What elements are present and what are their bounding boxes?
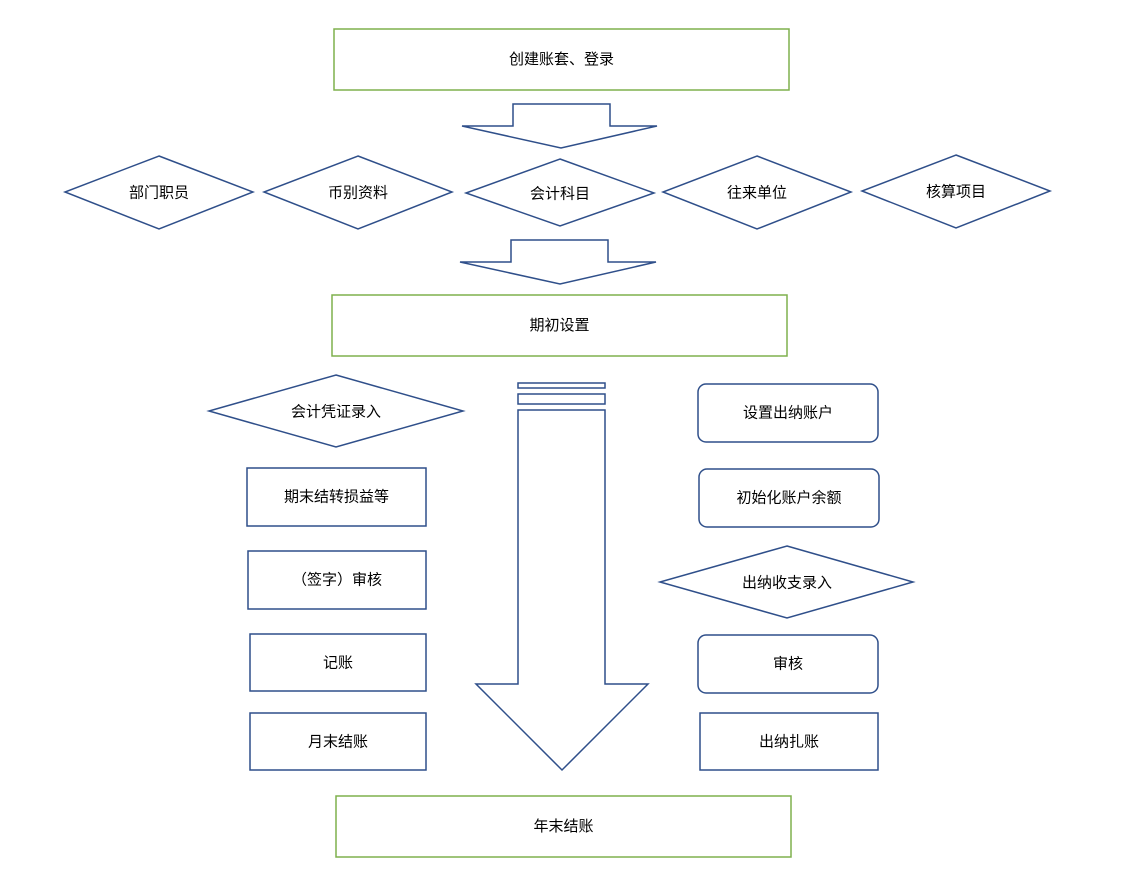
- review-box: 审核: [697, 634, 879, 694]
- cashier-close-label: 出纳扎账: [759, 733, 819, 751]
- contact-unit-label: 往来单位: [727, 184, 787, 202]
- contact-unit-diamond: 往来单位: [660, 155, 854, 230]
- opening-setup-box: 期初设置: [331, 294, 788, 357]
- setup-cashier-account-box: 设置出纳账户: [697, 383, 879, 443]
- main-down-arrow: [474, 382, 650, 772]
- setup-cashier-account-label: 设置出纳账户: [743, 404, 833, 422]
- bookkeeping-label: 记账: [323, 654, 353, 672]
- month-end-close-box: 月末结账: [249, 712, 427, 771]
- init-account-balance-box: 初始化账户余额: [698, 468, 880, 528]
- cashier-entry-label: 出纳收支录入: [742, 574, 832, 592]
- department-diamond: 部门职员: [62, 155, 256, 230]
- period-end-transfer-label: 期末结转损益等: [284, 488, 389, 506]
- year-end-close-box: 年末结账: [335, 795, 792, 858]
- opening-setup-label: 期初设置: [529, 316, 589, 334]
- voucher-entry-diamond: 会计凭证录入: [206, 374, 466, 448]
- currency-diamond: 币别资料: [261, 155, 455, 230]
- sign-review-label: （签字）审核: [292, 571, 382, 589]
- down-arrow-1: [461, 103, 658, 149]
- currency-label: 币别资料: [328, 184, 388, 202]
- create-account-box: 创建账套、登录: [333, 28, 790, 91]
- accounting-item-diamond: 核算项目: [859, 154, 1053, 229]
- bookkeeping-box: 记账: [249, 633, 427, 692]
- period-end-transfer-box: 期末结转损益等: [246, 467, 427, 527]
- accounting-subject-diamond: 会计科目: [463, 158, 657, 227]
- create-account-label: 创建账套、登录: [509, 50, 614, 68]
- department-label: 部门职员: [129, 184, 189, 202]
- month-end-close-label: 月末结账: [308, 733, 368, 751]
- voucher-entry-label: 会计凭证录入: [291, 403, 381, 421]
- down-arrow-2: [459, 239, 657, 285]
- cashier-entry-diamond: 出纳收支录入: [657, 545, 916, 619]
- init-account-balance-label: 初始化账户余额: [736, 489, 841, 507]
- sign-review-box: （签字）审核: [247, 550, 427, 610]
- accounting-item-label: 核算项目: [926, 183, 986, 201]
- year-end-close-label: 年末结账: [533, 817, 593, 835]
- accounting-subject-label: 会计科目: [530, 185, 590, 203]
- cashier-close-box: 出纳扎账: [699, 712, 879, 771]
- review-label: 审核: [773, 655, 803, 673]
